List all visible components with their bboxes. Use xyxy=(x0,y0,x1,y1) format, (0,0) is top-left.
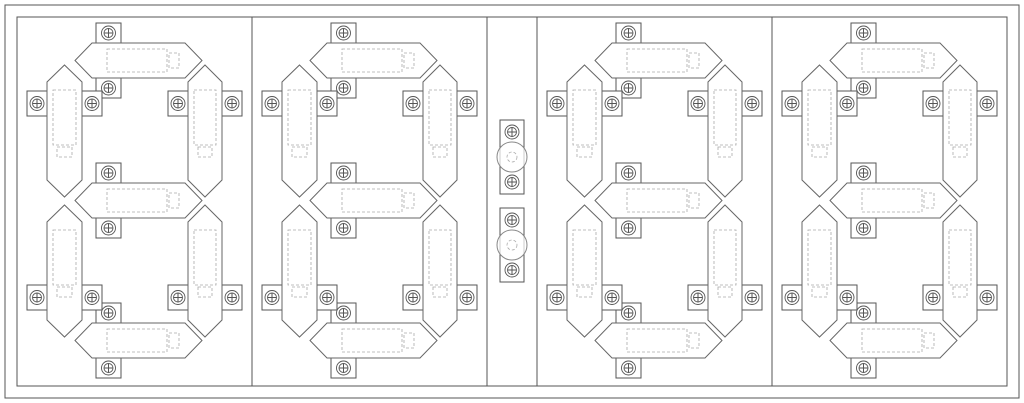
led-module-outline xyxy=(106,188,168,213)
led-connector xyxy=(717,146,733,158)
digit-2 xyxy=(251,17,478,386)
led-module-outline xyxy=(341,48,403,73)
led-module-outline xyxy=(341,188,403,213)
outer-frame xyxy=(4,4,1020,399)
led-module-outline xyxy=(948,229,972,286)
led-connector xyxy=(168,332,180,349)
segment-body xyxy=(801,64,838,198)
segment-body xyxy=(187,204,223,338)
led-module-outline xyxy=(861,48,923,73)
segment-body xyxy=(309,42,438,79)
led-module-outline xyxy=(861,188,923,213)
led-module-outline xyxy=(626,328,688,353)
segment-body xyxy=(829,182,958,219)
colon-led-center xyxy=(506,239,518,251)
led-module-outline xyxy=(428,89,452,146)
colon-led-dot xyxy=(496,141,528,173)
led-connector xyxy=(56,286,73,298)
inner-frame xyxy=(16,16,1008,387)
led-connector xyxy=(291,286,308,298)
segment-body xyxy=(281,64,318,198)
colon xyxy=(486,17,538,386)
led-module-outline xyxy=(713,229,737,286)
digit-3 xyxy=(536,17,763,386)
segment-body xyxy=(46,64,83,198)
led-connector xyxy=(197,146,213,158)
led-module-outline xyxy=(52,89,77,146)
led-connector xyxy=(576,286,593,298)
led-connector xyxy=(576,146,593,158)
segment-body xyxy=(942,204,978,338)
segment-body xyxy=(801,204,838,338)
led-connector xyxy=(952,286,968,298)
led-connector xyxy=(168,52,180,69)
led-connector xyxy=(403,192,415,209)
segment-body xyxy=(74,322,203,359)
segment-body xyxy=(422,204,458,338)
led-connector xyxy=(923,192,935,209)
led-connector xyxy=(168,192,180,209)
led-module-outline xyxy=(341,328,403,353)
led-connector xyxy=(291,146,308,158)
led-connector xyxy=(688,192,700,209)
led-connector xyxy=(403,52,415,69)
segment-body xyxy=(74,182,203,219)
segment-body xyxy=(566,204,603,338)
led-module-outline xyxy=(626,188,688,213)
led-connector xyxy=(923,52,935,69)
led-module-outline xyxy=(713,89,737,146)
led-module-outline xyxy=(106,48,168,73)
led-connector xyxy=(197,286,213,298)
led-connector xyxy=(952,146,968,158)
digit-4 xyxy=(771,17,998,386)
segment-body xyxy=(566,64,603,198)
led-connector xyxy=(432,146,448,158)
segment-body xyxy=(46,204,83,338)
led-module-outline xyxy=(193,89,217,146)
led-module-outline xyxy=(193,229,217,286)
led-connector xyxy=(811,146,828,158)
segment-body xyxy=(594,322,723,359)
led-module-outline xyxy=(626,48,688,73)
led-connector xyxy=(688,52,700,69)
led-module-outline xyxy=(287,89,312,146)
led-module-outline xyxy=(861,328,923,353)
digit-1 xyxy=(26,22,243,379)
segment-body xyxy=(281,204,318,338)
segment-body xyxy=(829,42,958,79)
led-module-outline xyxy=(428,229,452,286)
led-module-outline xyxy=(807,229,832,286)
led-module-outline xyxy=(52,229,77,286)
led-connector xyxy=(717,286,733,298)
led-module-outline xyxy=(287,229,312,286)
led-module-outline xyxy=(106,328,168,353)
led-module-outline xyxy=(572,229,597,286)
led-connector xyxy=(688,332,700,349)
segment-body xyxy=(942,64,978,198)
segment-body xyxy=(309,322,438,359)
colon-led-center xyxy=(506,151,518,163)
segment-body xyxy=(829,322,958,359)
led-connector xyxy=(811,286,828,298)
segment-body xyxy=(707,204,743,338)
segment-body xyxy=(594,182,723,219)
led-module-outline xyxy=(807,89,832,146)
led-connector xyxy=(923,332,935,349)
led-connector xyxy=(56,146,73,158)
segment-body xyxy=(422,64,458,198)
segment-body xyxy=(594,42,723,79)
colon-led-dot xyxy=(496,229,528,261)
segment-body xyxy=(309,182,438,219)
led-module-outline xyxy=(948,89,972,146)
led-connector xyxy=(432,286,448,298)
led-connector xyxy=(403,332,415,349)
segment-body xyxy=(187,64,223,198)
led-module-outline xyxy=(572,89,597,146)
segment-body xyxy=(74,42,203,79)
segment-body xyxy=(707,64,743,198)
